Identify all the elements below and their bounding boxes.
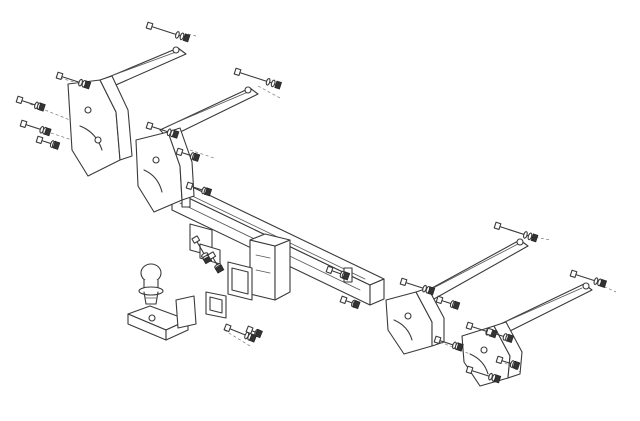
bolt-head [207, 251, 217, 260]
hardware-bolts-and-nuts [15, 21, 608, 384]
bolt-head [245, 325, 254, 335]
bolt-set [185, 181, 213, 197]
nut [204, 187, 213, 197]
bolt-head [35, 135, 44, 145]
bolt-head [145, 21, 154, 31]
bolt-head [175, 147, 184, 157]
bolt-set [207, 251, 225, 274]
tow-ball [138, 263, 164, 305]
washer [527, 232, 533, 241]
bolt-head [19, 119, 28, 129]
bolt-set [493, 221, 539, 243]
bolt-head [495, 355, 504, 365]
bolt-head [465, 321, 474, 331]
bolt-set [15, 95, 46, 112]
bolt-set [19, 119, 52, 137]
washer [593, 277, 599, 285]
bolt-head [435, 295, 444, 305]
bolt-set [435, 295, 461, 310]
washer [265, 77, 271, 86]
nut [254, 329, 263, 339]
bolt-set [465, 365, 502, 384]
nut [192, 152, 201, 162]
left-side-plate-outer [67, 75, 133, 177]
nut [38, 102, 46, 112]
nut [43, 127, 52, 137]
bolt-set [233, 67, 283, 90]
bolt-set [145, 21, 191, 43]
bolt-head [233, 67, 242, 77]
nut [352, 300, 361, 310]
bolt-set [145, 121, 180, 139]
nut [274, 80, 283, 90]
washer [270, 79, 276, 88]
bolt-head [191, 235, 201, 244]
bolt-head [145, 121, 154, 131]
nut [530, 233, 539, 243]
nut [83, 80, 92, 90]
bolt-set [175, 147, 201, 162]
bolt-set [35, 135, 61, 150]
nut [512, 360, 521, 370]
bolt-head [465, 365, 474, 375]
bolt-head [433, 335, 442, 345]
bolt-head [55, 71, 64, 81]
bolt-head [339, 295, 348, 305]
bolt-head [399, 277, 408, 287]
nut [456, 342, 464, 352]
bolt-set [485, 327, 514, 344]
nut [214, 264, 225, 274]
center-receiver-socket [227, 233, 291, 301]
bolt-head [15, 95, 24, 105]
washer [179, 32, 185, 41]
bolt-set [325, 265, 351, 281]
washer [522, 231, 528, 239]
left-side-plate-inner [135, 127, 195, 213]
nut [342, 271, 351, 281]
bolt-set [339, 295, 361, 310]
nut [427, 286, 436, 296]
bolt-set [569, 269, 608, 288]
bolt-head [569, 269, 578, 279]
bolt-set [433, 335, 464, 352]
bolt-head [223, 323, 232, 333]
nut [493, 374, 502, 384]
bolt-set [223, 323, 257, 343]
nut [599, 279, 608, 288]
washer [174, 31, 180, 39]
bolt-set [495, 355, 521, 370]
bolt-set [245, 325, 263, 339]
bolt-head [485, 327, 494, 337]
bolt-set [55, 71, 92, 90]
bolt-head [493, 221, 502, 231]
bolt-head [325, 265, 334, 275]
nut [171, 129, 180, 139]
bolt-head [185, 181, 194, 191]
nut [52, 140, 61, 150]
ball-mount-neck [127, 295, 197, 341]
nut [452, 300, 461, 310]
nut [506, 334, 514, 344]
square-insert [205, 291, 227, 319]
nut [182, 33, 191, 43]
bolt-set [399, 277, 436, 296]
